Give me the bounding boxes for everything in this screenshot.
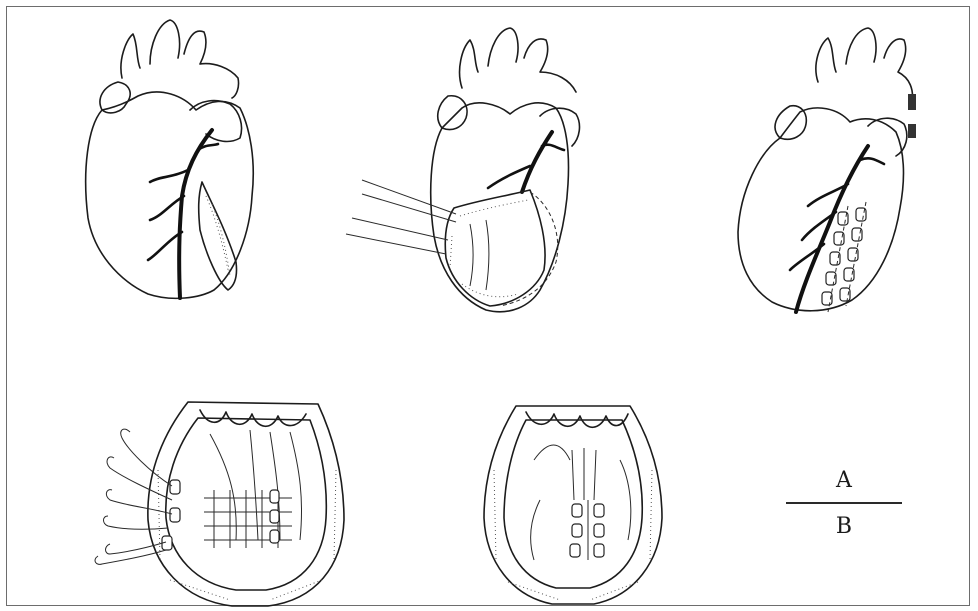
vessel-stump-2 xyxy=(908,124,916,138)
vessel-stump-1 xyxy=(908,94,916,110)
ventricular-incision xyxy=(199,182,237,290)
coronary-artery-middle xyxy=(522,132,552,192)
pledget-sutures-bottom xyxy=(570,500,604,560)
cross-section-right xyxy=(484,406,662,604)
cross-section-left-myocardium xyxy=(158,470,336,600)
legend-divider xyxy=(786,502,902,504)
heart-left-great-vessels xyxy=(121,20,239,98)
heart-middle-atrium xyxy=(438,96,467,130)
endocardial-patch xyxy=(445,190,545,306)
traction-sutures xyxy=(346,180,456,254)
heart-right-great-vessels xyxy=(816,28,913,102)
heart-right-closure xyxy=(738,28,916,312)
heart-middle-body xyxy=(431,103,569,312)
suture-line xyxy=(500,192,558,306)
heart-middle-patch xyxy=(346,28,579,312)
legend-label-bottom: B xyxy=(824,514,864,539)
cross-section-left xyxy=(95,402,344,606)
coronary-branch-1 xyxy=(150,170,188,182)
heart-left-atrium xyxy=(100,82,130,113)
heart-left-atrial-appendage xyxy=(190,101,242,142)
legend-label-top: A xyxy=(824,468,864,493)
heart-left-body xyxy=(86,92,254,298)
heart-middle-great-vessels xyxy=(460,28,576,92)
heart-right-body xyxy=(738,108,903,311)
coronary-artery-left xyxy=(179,130,212,298)
heart-left-incision xyxy=(86,20,254,298)
